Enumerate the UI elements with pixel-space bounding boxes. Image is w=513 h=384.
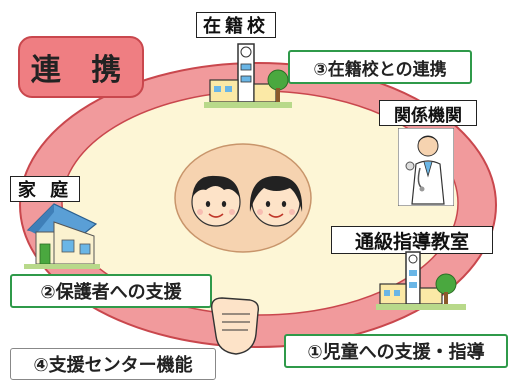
boy-face [191,175,241,227]
hand-icon [211,297,260,355]
classroom-building-icon [376,251,466,310]
katei-label: 家 庭 [10,176,80,202]
label-school-collaboration: ③在籍校との連携 [288,50,472,84]
zaisekiko-label: 在籍校 [196,12,276,38]
children-faces-icon [191,175,303,227]
renkei-title: 連 携 [18,36,144,98]
label-child-support: ①児童への支援・指導 [284,334,508,368]
doctor-icon [398,128,454,206]
house-icon [24,203,100,269]
school-building-icon [204,43,292,108]
label-support-center: ④支援センター機能 [10,348,216,380]
girl-face [249,176,303,227]
kankei-kikan-label: 関係機関 [379,100,477,126]
label-parent-support: ②保護者への支援 [10,274,212,308]
